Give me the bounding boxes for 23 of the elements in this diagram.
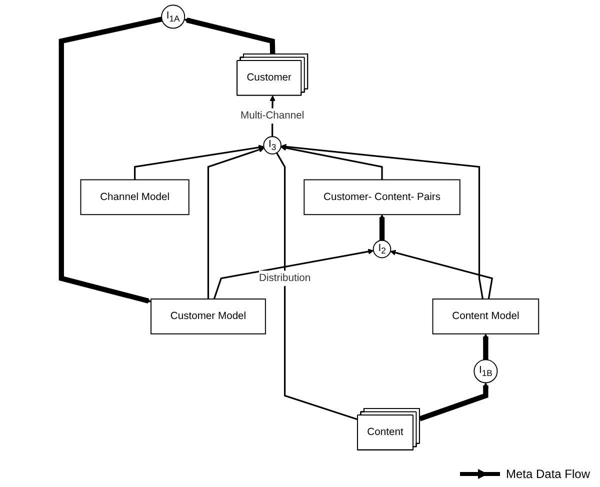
arrow [58,16,162,304]
node-box: Customer Model [150,298,266,334]
arrow [184,18,276,54]
node-circle: I$_{1B}$ [474,359,498,384]
edge-label: Multi-Channel [240,110,304,122]
arrow [213,248,374,300]
arrow [207,147,264,300]
arrow [482,334,489,360]
arrow [280,145,383,180]
node-box: Content Model [432,298,540,334]
arrow [280,144,484,300]
node-circle: I$_{3}$ [263,136,282,154]
edge-label: Distribution [258,272,311,284]
arrow [418,382,489,422]
arrow [379,214,385,240]
arrow [134,144,264,180]
legend-text: Meta Data Flow [506,467,590,481]
node-box: Customer- Content- Pairs [304,179,460,216]
node-circle: I$_{1A}$ [161,4,186,29]
connector [276,152,358,420]
node-circle: I$_{2}$ [372,240,392,258]
arrow [390,250,494,300]
node-box: Channel Model [80,179,190,216]
